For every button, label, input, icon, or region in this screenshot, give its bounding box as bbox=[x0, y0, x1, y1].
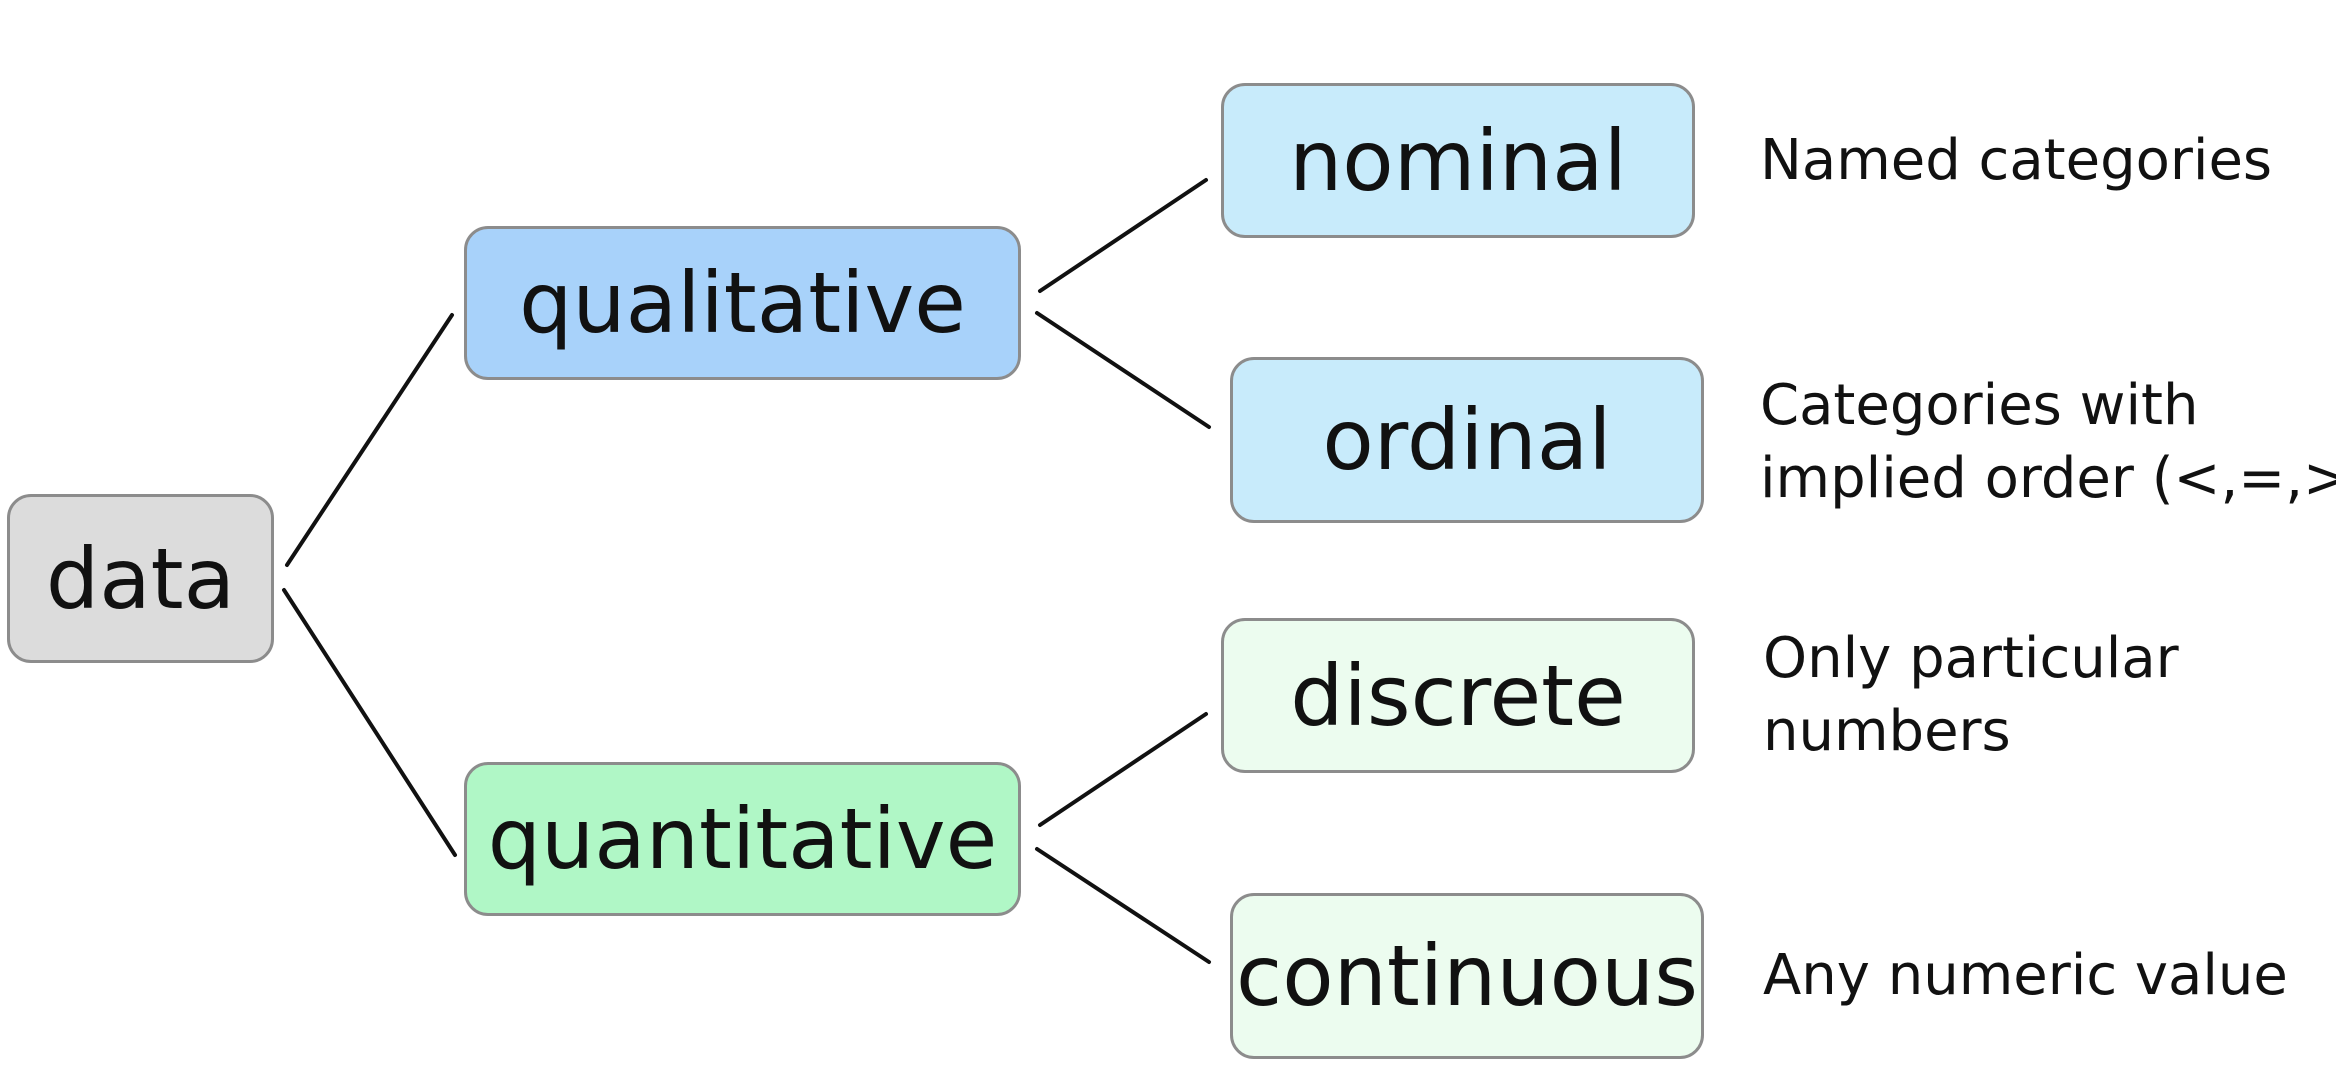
node-continuous-label: continuous bbox=[1236, 927, 1698, 1025]
description-discrete-line-2: numbers bbox=[1763, 699, 2011, 764]
description-discrete: Only particular numbers bbox=[1763, 622, 2179, 768]
description-continuous-line-1: Any numeric value bbox=[1763, 943, 2288, 1008]
node-discrete-label: discrete bbox=[1290, 646, 1626, 745]
edge-data-quantitative bbox=[282, 588, 457, 857]
node-data-label: data bbox=[45, 529, 236, 628]
node-nominal: nominal bbox=[1221, 83, 1695, 238]
edge-quantitative-discrete bbox=[1038, 712, 1208, 827]
description-ordinal: Categories with implied order (<,=,>) bbox=[1760, 369, 2336, 515]
node-discrete: discrete bbox=[1221, 618, 1695, 773]
node-ordinal-label: ordinal bbox=[1322, 391, 1612, 489]
description-ordinal-line-2: implied order (<,=,>) bbox=[1760, 446, 2336, 511]
description-nominal: Named categories bbox=[1760, 124, 2272, 197]
edge-quantitative-continuous bbox=[1035, 847, 1211, 964]
edge-qualitative-nominal bbox=[1038, 178, 1208, 293]
edge-data-qualitative bbox=[285, 313, 454, 567]
node-qualitative-label: qualitative bbox=[519, 254, 966, 352]
node-data: data bbox=[7, 494, 274, 663]
edge-qualitative-ordinal bbox=[1035, 311, 1211, 429]
node-quantitative: quantitative bbox=[464, 762, 1021, 916]
node-quantitative-label: quantitative bbox=[487, 790, 998, 888]
node-continuous: continuous bbox=[1230, 893, 1704, 1059]
node-nominal-label: nominal bbox=[1289, 111, 1627, 210]
description-discrete-line-1: Only particular bbox=[1763, 626, 2179, 691]
node-ordinal: ordinal bbox=[1230, 357, 1704, 523]
description-ordinal-line-1: Categories with bbox=[1760, 373, 2199, 438]
node-qualitative: qualitative bbox=[464, 226, 1021, 380]
description-continuous: Any numeric value bbox=[1763, 939, 2288, 1012]
description-nominal-line-1: Named categories bbox=[1760, 128, 2273, 193]
